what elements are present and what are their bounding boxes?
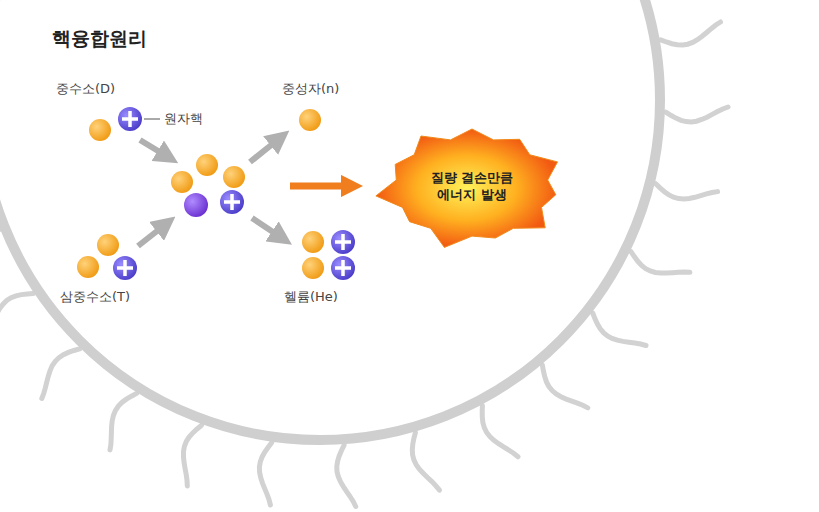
particle-label: 중수소(D) [56,80,115,98]
sun-ray [661,22,721,45]
sun-ray [412,433,439,491]
sun-ray [110,393,137,450]
sun-ray [542,365,587,408]
energy-burst: 질량 결손만큼 에너지 발생 [372,122,572,252]
sun-ray [0,294,33,335]
sun-ray [482,406,518,457]
sun-ray [593,313,646,346]
deuterium-particles [89,107,142,141]
sun-ray [184,425,202,486]
tritium-particles [77,234,137,280]
particle-label: 삼중수소(T) [60,288,130,306]
sun-ray [259,443,271,505]
diagram-title: 핵융합원리 [52,26,147,52]
particle-label: 중성자(n) [282,80,339,98]
particle-label: 헬륨(He) [284,288,338,306]
sun-ray [42,349,80,399]
sun-outline [0,0,660,440]
sun-rays [0,0,728,507]
burst-outline [376,129,558,247]
energy-arrow [290,183,352,190]
sun-ray [631,252,690,273]
fusion-cluster [171,154,245,217]
part-label: 원자핵 [164,110,203,128]
burst-text: 질량 결손만큼 에너지 발생 [422,170,522,204]
neutron-particle [299,109,321,131]
leader-line [144,119,160,120]
sun-ray [656,184,718,199]
sun-ray [666,107,728,122]
sun-ray [337,445,356,506]
reaction-arrows [138,138,282,246]
helium-particles [302,230,355,280]
